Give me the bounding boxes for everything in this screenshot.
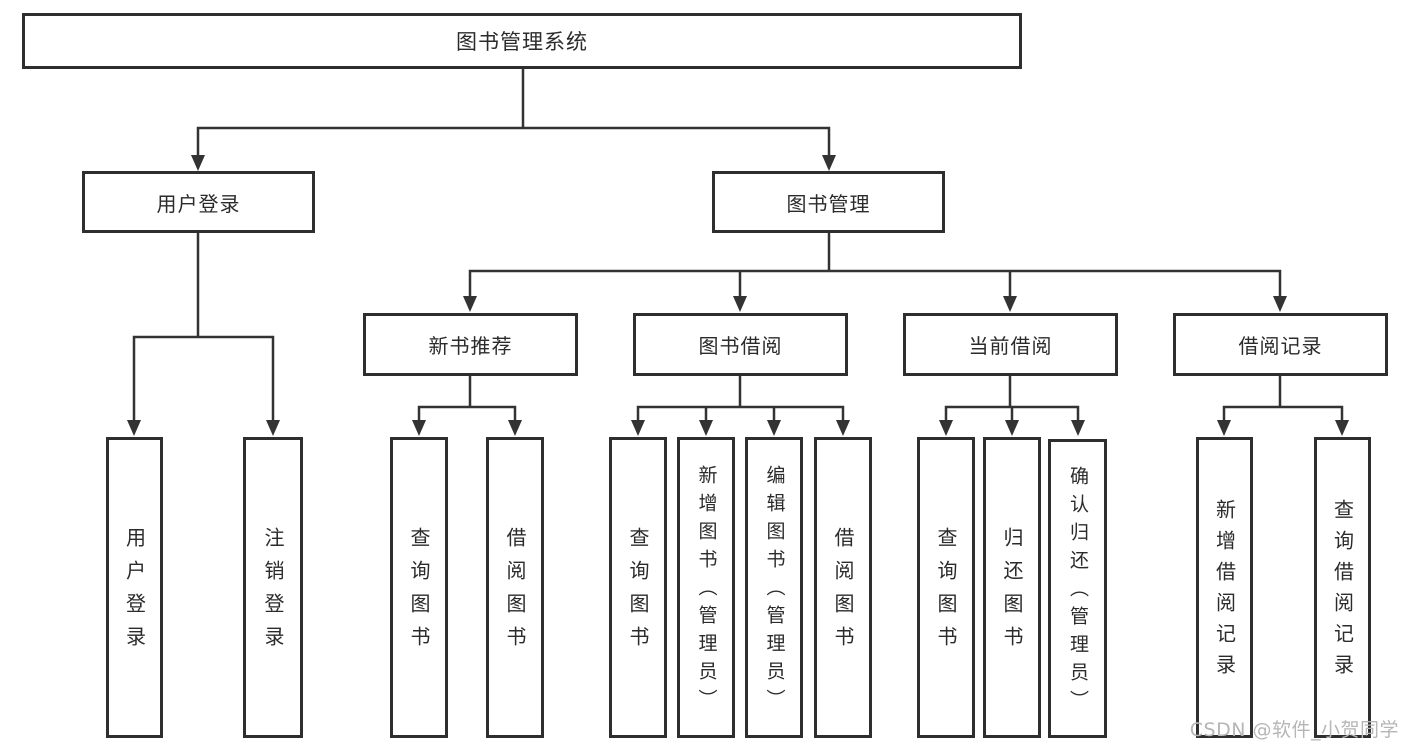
- node-current-borrow-label: 当前借阅: [968, 334, 1053, 358]
- node-borrow-records: 借阅记录: [1173, 313, 1388, 376]
- node-book-mgmt-label: 图书管理: [786, 191, 871, 216]
- node-user-login-label: 用户登录: [156, 191, 241, 216]
- node-logout-leaf-label: 注销登录: [261, 526, 285, 659]
- node-cb-query-books-label: 查询图书: [934, 526, 958, 659]
- node-cb-confirm-return-admin: 确认归还（管理员）: [1048, 439, 1107, 738]
- node-nb-query-books: 查询图书: [390, 437, 448, 738]
- node-cb-query-books: 查询图书: [917, 437, 975, 738]
- node-cb-confirm-return-admin-label: 确认归还（管理员）: [1067, 465, 1089, 718]
- connector-paths: [132, 69, 1344, 422]
- node-bb-borrow-books-label: 借阅图书: [831, 526, 855, 659]
- node-bb-query-books: 查询图书: [609, 437, 667, 738]
- node-current-borrow: 当前借阅: [903, 313, 1118, 376]
- node-root-label: 图书管理系统: [456, 30, 588, 54]
- node-br-query-record: 查询借阅记录: [1314, 437, 1371, 738]
- node-book-borrow: 图书借阅: [633, 313, 848, 376]
- node-nb-query-books-label: 查询图书: [407, 526, 431, 659]
- node-br-add-record: 新增借阅记录: [1196, 437, 1253, 738]
- node-bb-add-books-admin: 新增图书（管理员）: [677, 437, 735, 738]
- node-bb-query-books-label: 查询图书: [626, 526, 650, 659]
- node-br-add-record-label: 新增借阅记录: [1212, 498, 1237, 685]
- node-book-mgmt: 图书管理: [712, 171, 945, 233]
- node-new-books-label: 新书推荐: [428, 334, 513, 358]
- node-cb-return-books-label: 归还图书: [1000, 526, 1024, 659]
- node-bb-borrow-books: 借阅图书: [814, 437, 872, 738]
- node-root: 图书管理系统: [22, 13, 1022, 69]
- node-nb-borrow-books-label: 借阅图书: [503, 526, 527, 659]
- node-cb-return-books: 归还图书: [983, 437, 1041, 738]
- node-nb-borrow-books: 借阅图书: [486, 437, 544, 738]
- arrowheads: [127, 155, 1349, 436]
- node-bb-edit-books-admin-label: 编辑图书（管理员）: [763, 464, 786, 717]
- watermark: CSDN @软件_小贺同学: [1189, 719, 1399, 741]
- node-user-login-leaf: 用户登录: [106, 437, 163, 738]
- node-br-query-record-label: 查询借阅记录: [1330, 498, 1355, 685]
- node-logout-leaf: 注销登录: [243, 437, 303, 738]
- node-borrow-records-label: 借阅记录: [1238, 334, 1323, 358]
- node-bb-edit-books-admin: 编辑图书（管理员）: [745, 437, 803, 738]
- node-new-books: 新书推荐: [363, 313, 578, 376]
- node-user-login-leaf-label: 用户登录: [122, 526, 147, 659]
- node-user-login: 用户登录: [82, 171, 315, 233]
- node-book-borrow-label: 图书借阅: [698, 334, 783, 358]
- node-bb-add-books-admin-label: 新增图书（管理员）: [695, 464, 718, 717]
